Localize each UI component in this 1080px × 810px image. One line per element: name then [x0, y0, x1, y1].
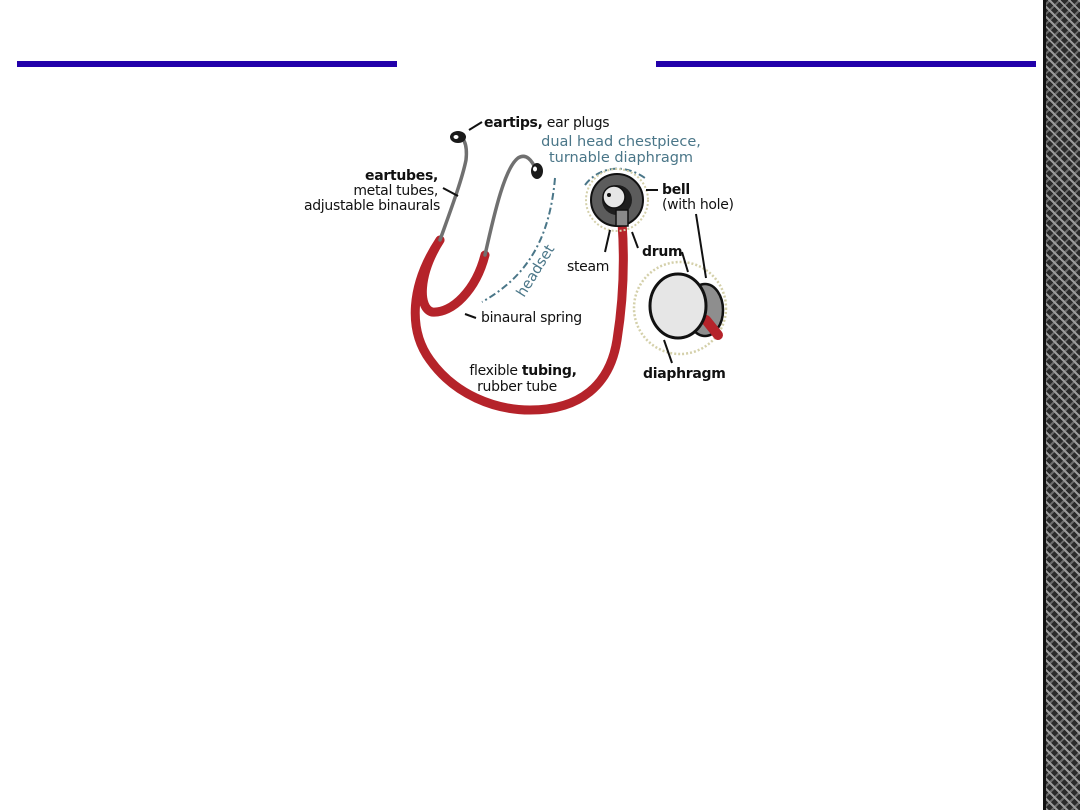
label-bell: bell [662, 182, 690, 198]
label-tubing-line2: rubber tube [477, 379, 557, 395]
decorative-side-strip [1043, 0, 1080, 810]
label-steam: steam [567, 259, 609, 275]
bell-chestpiece [585, 168, 649, 232]
label-tubing: flexible tubing, [469, 363, 576, 379]
eartip-left [450, 131, 466, 143]
label-eartubes-line3: adjustable binaurals [304, 198, 440, 214]
pointer-lines [442, 121, 707, 364]
label-chestpiece-line2: turnable diaphragm [549, 150, 693, 166]
label-eartubes-line2: metal tubes, [353, 183, 438, 199]
stethoscope-diagram: eartips, ear plugs dual head chestpiece,… [304, 115, 734, 415]
title-rule-right [656, 61, 1036, 67]
rubber-tubing [410, 217, 628, 415]
label-eartips: eartips, ear plugs [484, 115, 609, 131]
eartip-right [531, 163, 543, 179]
title-rule-left [17, 61, 397, 67]
headset-bracket [481, 177, 556, 303]
diaphragm-detail [632, 260, 728, 356]
label-bell-line2: (with hole) [662, 197, 734, 213]
label-eartubes: eartubes, [365, 168, 438, 184]
label-diaphragm: diaphragm [643, 366, 726, 382]
label-drum: drum [642, 244, 682, 260]
metal-eartubes [438, 134, 538, 257]
label-binaural-spring: binaural spring [481, 310, 582, 326]
label-chestpiece-line1: dual head chestpiece, [541, 134, 701, 150]
